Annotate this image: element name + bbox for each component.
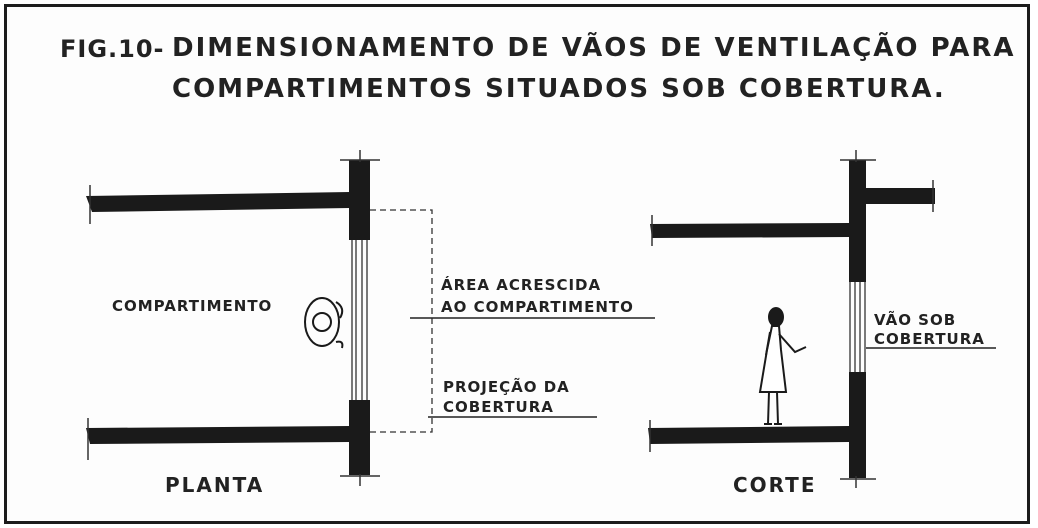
figure-title-line-1: DIMENSIONAMENTO DE VÃOS DE VENTILAÇÃO PA… (172, 33, 1016, 63)
section-caption: CORTE (733, 473, 817, 497)
figure-title-line-2: COMPARTIMENTOS SITUADOS SOB COBERTURA. (172, 74, 946, 104)
plan-caption: PLANTA (165, 473, 264, 497)
plan-wall-lower-pier (349, 400, 370, 475)
person-top-view-icon (304, 297, 344, 349)
roof-projection-outline (370, 209, 433, 433)
opening-label-line-1: VÃO SOB (874, 310, 956, 329)
figure-number: FIG.10- (60, 35, 165, 63)
section-wall-upper (849, 160, 866, 282)
section-floor-slab (648, 426, 849, 444)
plan-top-wall (86, 192, 350, 212)
added-area-label-line-2: AO COMPARTIMENTO (441, 298, 634, 316)
section-roof-slab (866, 188, 935, 204)
plan-window (351, 240, 368, 400)
room-label: COMPARTIMENTO (112, 297, 272, 315)
plan-bottom-wall (86, 426, 350, 444)
opening-label-line-2: COBERTURA (874, 330, 985, 348)
section-view: VÃO SOB COBERTURA CORTE (648, 150, 996, 497)
section-window (849, 282, 866, 372)
projection-label-line-1: PROJEÇÃO DA (443, 377, 570, 396)
added-area-label-line-1: ÁREA ACRESCIDA (441, 275, 601, 294)
person-standing-icon (758, 307, 807, 425)
section-ceiling-slab (650, 223, 849, 238)
plan-view: COMPARTIMENTO ÁREA ACRESCIDA AO COMPARTI… (86, 150, 655, 497)
projection-label-line-2: COBERTURA (443, 398, 554, 416)
plan-wall-upper-pier (349, 160, 370, 240)
section-wall-lower (849, 372, 866, 478)
